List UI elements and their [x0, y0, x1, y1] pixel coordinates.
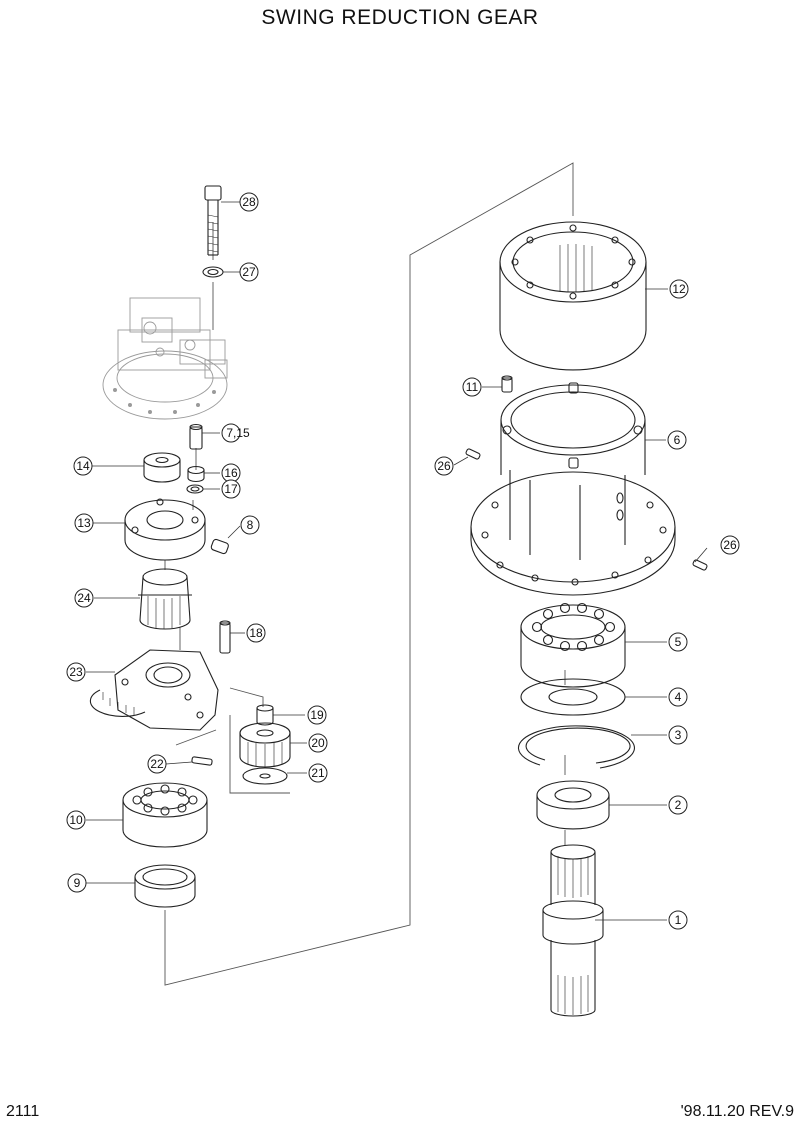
svg-text:20: 20 — [311, 736, 325, 750]
svg-text:24: 24 — [77, 591, 91, 605]
pin-22 — [191, 756, 213, 766]
callout-28: 28 — [239, 192, 259, 212]
pin-8 — [210, 538, 229, 555]
ring-9 — [134, 864, 196, 908]
svg-text:23: 23 — [69, 665, 83, 679]
callout-8: 8 — [240, 515, 260, 535]
pin-18 — [219, 620, 231, 654]
page-title: SWING REDUCTION GEAR — [261, 6, 539, 29]
callout-27: 27 — [239, 262, 259, 282]
callout-9: 9 — [67, 873, 87, 893]
svg-text:11: 11 — [466, 380, 479, 394]
svg-text:4: 4 — [675, 690, 682, 704]
svg-text:22: 22 — [150, 757, 164, 771]
callout-24: 24 — [74, 588, 94, 608]
svg-text:14: 14 — [76, 459, 90, 473]
callout-17: 17 — [221, 479, 241, 499]
callout-13: 13 — [74, 513, 94, 533]
pin-26-right — [692, 559, 708, 571]
callout-6: 6 — [667, 430, 687, 450]
callout-3: 3 — [668, 725, 688, 745]
svg-text:19: 19 — [310, 708, 324, 722]
callout-10: 10 — [66, 810, 86, 830]
washer-27 — [202, 266, 224, 278]
callout-18: 18 — [246, 623, 266, 643]
bearing-10 — [122, 782, 208, 848]
svg-text:10: 10 — [69, 813, 83, 827]
svg-text:12: 12 — [672, 282, 686, 296]
svg-text:27: 27 — [242, 265, 256, 279]
svg-text:28: 28 — [242, 195, 256, 209]
callout-19: 19 — [307, 705, 327, 725]
svg-text:13: 13 — [77, 516, 91, 530]
callout-leaders — [86, 201, 708, 921]
callout-26-left: 26 — [434, 456, 454, 476]
housing-6 — [470, 382, 676, 596]
svg-text:26: 26 — [437, 459, 451, 473]
svg-text:2: 2 — [675, 798, 682, 812]
sun-gear-24 — [138, 568, 192, 630]
ring-17 — [186, 484, 204, 494]
svg-text:9: 9 — [74, 876, 81, 890]
callout-4: 4 — [668, 687, 688, 707]
callout-14: 14 — [73, 456, 93, 476]
shim-4 — [520, 678, 626, 716]
collar-2 — [536, 780, 610, 830]
callout-2: 2 — [668, 795, 688, 815]
pinion-shaft-1 — [542, 844, 604, 1017]
thrust-washer-21 — [242, 767, 288, 785]
assembly-guide-lines — [164, 162, 574, 986]
svg-text:18: 18 — [249, 626, 263, 640]
callout-1: 1 — [668, 910, 688, 930]
carrier-13 — [124, 498, 206, 561]
pin-26-left — [465, 448, 481, 460]
revision-date: '98.11.20 REV.9 — [680, 1103, 794, 1120]
page-number: 2111 — [6, 1103, 40, 1120]
carrier-23 — [89, 649, 219, 731]
swing-motor-phantom — [102, 297, 228, 420]
needle-bearing-16 — [187, 465, 205, 483]
svg-text:21: 21 — [311, 766, 325, 780]
svg-text:3: 3 — [675, 728, 682, 742]
snap-ring-3 — [517, 725, 635, 769]
callout-16: 16 — [221, 463, 241, 483]
callout-12: 12 — [669, 279, 689, 299]
svg-text:7,15: 7,15 — [226, 426, 250, 440]
svg-text:5: 5 — [675, 635, 682, 649]
callout-22: 22 — [147, 754, 167, 774]
needle-bearing-19 — [256, 704, 274, 726]
callout-5: 5 — [668, 632, 688, 652]
svg-text:26: 26 — [723, 538, 737, 552]
svg-text:1: 1 — [675, 913, 682, 927]
bolt-28 — [204, 185, 222, 256]
callout-20: 20 — [308, 733, 328, 753]
sun-gear-14 — [143, 452, 181, 483]
callout-11: 11 — [462, 377, 482, 397]
svg-text:8: 8 — [247, 518, 254, 532]
svg-text:16: 16 — [224, 466, 238, 480]
callout-21: 21 — [308, 763, 328, 783]
callout-23: 23 — [66, 662, 86, 682]
pin-7-15 — [189, 423, 203, 450]
ring-gear-12 — [499, 221, 647, 371]
bearing-5 — [520, 602, 626, 688]
pin-11 — [501, 375, 513, 393]
planet-gear-20 — [239, 722, 291, 768]
svg-text:17: 17 — [224, 482, 238, 496]
callout-26-right: 26 — [720, 535, 740, 555]
svg-text:6: 6 — [674, 433, 681, 447]
callout-7-15: 7,15 — [221, 423, 250, 443]
